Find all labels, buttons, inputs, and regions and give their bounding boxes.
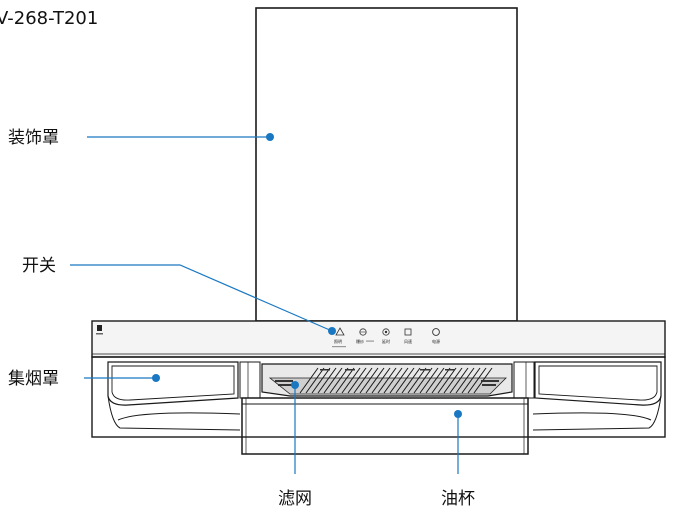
button-boost-label: 爆炒 (356, 338, 364, 344)
button-delay-label: 延时 (382, 338, 390, 344)
warning-icon (335, 327, 345, 336)
button-power-label: 电源 (432, 338, 440, 344)
model-number: V-268-T201 (0, 8, 98, 29)
control-panel (91, 320, 666, 358)
panel-buttons: 照明 爆炒 延时 风速 电源 (332, 327, 440, 348)
button-power[interactable]: 电源 (432, 328, 440, 344)
label-oil-cup: 油杯 (441, 489, 475, 509)
button-light-subtext (332, 346, 346, 348)
oil-cup (241, 397, 529, 455)
brand-logo (97, 325, 102, 331)
callout-collector-hood: 集烟罩 (8, 369, 160, 389)
callout-switch: 开关 (22, 256, 336, 335)
filter-mesh (261, 363, 513, 397)
gear-icon (382, 328, 390, 336)
button-speed[interactable]: 风速 (404, 328, 412, 344)
label-collector-hood: 集烟罩 (8, 369, 59, 389)
callout-oil-cup: 油杯 (441, 410, 475, 509)
callout-filter: 滤网 (278, 381, 312, 509)
brand-logo-text (96, 333, 103, 335)
label-decorative-cover: 装饰罩 (8, 128, 59, 148)
label-filter: 滤网 (278, 489, 312, 509)
decorative-cover (255, 7, 518, 322)
button-light-label: 照明 (334, 339, 342, 344)
button-delay[interactable]: 延时 (382, 328, 390, 344)
button-light[interactable]: 照明 (332, 327, 346, 348)
button-boost[interactable]: 爆炒 (356, 328, 374, 344)
label-switch: 开关 (22, 256, 56, 276)
callout-decorative-cover: 装饰罩 (8, 128, 274, 148)
button-speed-label: 风速 (404, 338, 412, 344)
box-icon (404, 328, 412, 336)
power-icon (432, 328, 440, 336)
fan-icon (359, 328, 367, 336)
